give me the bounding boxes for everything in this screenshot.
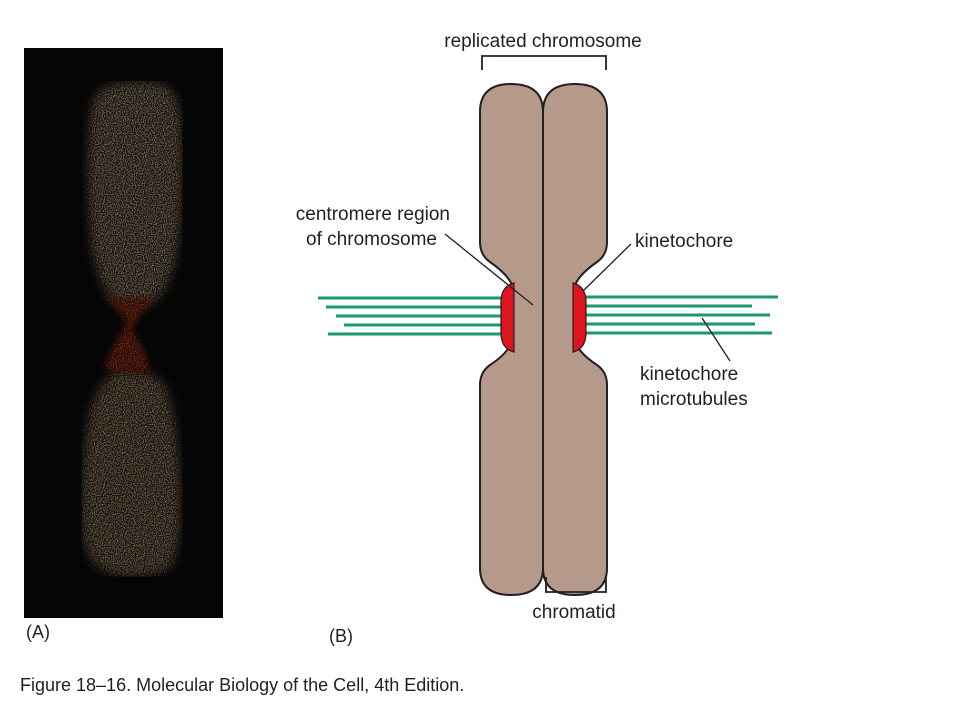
label-kinetochore: kinetochore — [635, 231, 733, 252]
kinetochore-leader-line — [582, 243, 632, 292]
label-chromatid: chromatid — [532, 602, 615, 623]
microtubules-leader-line — [701, 317, 731, 362]
label-centromere-line1: centromere region — [296, 204, 450, 225]
figure-caption: Figure 18–16. Molecular Biology of the C… — [20, 675, 465, 695]
label-centromere-line2: of chromosome — [306, 229, 437, 250]
panel-a-label: (A) — [26, 622, 50, 642]
micrograph-lower-arm — [81, 369, 181, 577]
replicated-chromosome-bracket — [481, 55, 607, 70]
panel-b-label: (B) — [329, 626, 353, 646]
micrograph-panel-a — [24, 48, 223, 618]
kinetochore-microtubules — [318, 295, 778, 336]
chromatid-bracket — [545, 577, 607, 593]
centromere-leader-line — [444, 233, 534, 306]
label-replicated-chromosome: replicated chromosome — [444, 31, 641, 52]
label-microtubules-line2: microtubules — [640, 389, 748, 410]
micrograph-centromere — [102, 295, 154, 374]
chromatid-left — [479, 82, 544, 597]
kinetochore-right — [572, 282, 587, 353]
kinetochore-left — [500, 282, 515, 353]
label-microtubules-line1: kinetochore — [640, 364, 738, 385]
micrograph-upper-arm — [88, 81, 183, 306]
